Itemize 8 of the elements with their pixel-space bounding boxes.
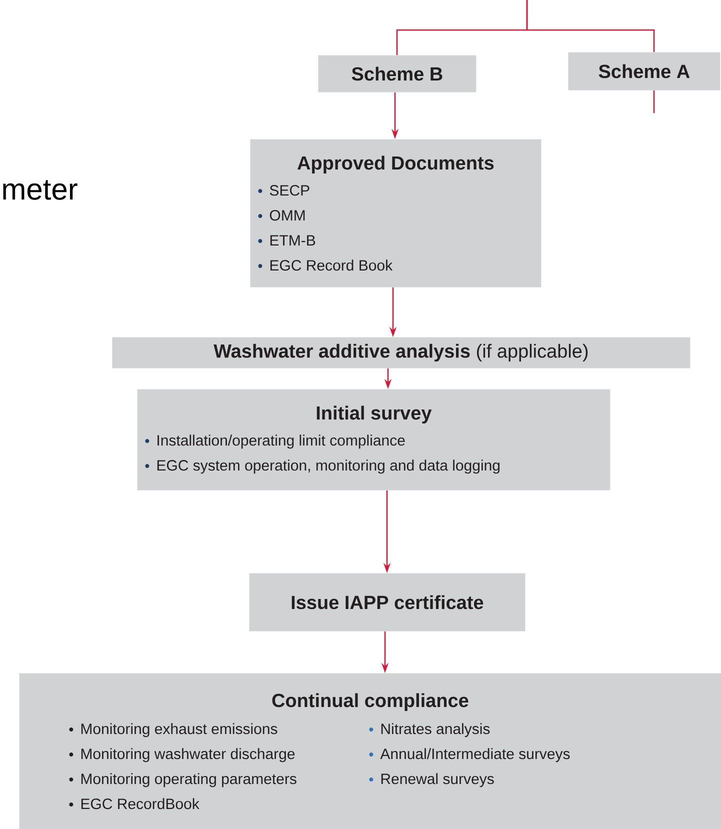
partial-label: meter bbox=[3, 180, 78, 200]
process-box: Continual compliance Monitoring exhaust emissions Monitoring washwater discharge Monitoring operating parameters EGC RecordBook Nitrates analysis Annual/Intermediate surveys Renewal surveys bbox=[19, 673, 721, 829]
process-box: Initial survey Installation/operating limit compliance EGC system operation, monitoring and data logging bbox=[137, 389, 610, 490]
process-box: Issue IAPP certificate bbox=[249, 573, 526, 632]
process-box: Scheme B bbox=[318, 55, 476, 92]
process-box: Approved Documents SECP OMM ETM-B EGC Record Book bbox=[250, 139, 542, 288]
process-box: Scheme A bbox=[568, 52, 720, 90]
process-box: Washwater additive analysis (if applicable) bbox=[112, 337, 690, 368]
